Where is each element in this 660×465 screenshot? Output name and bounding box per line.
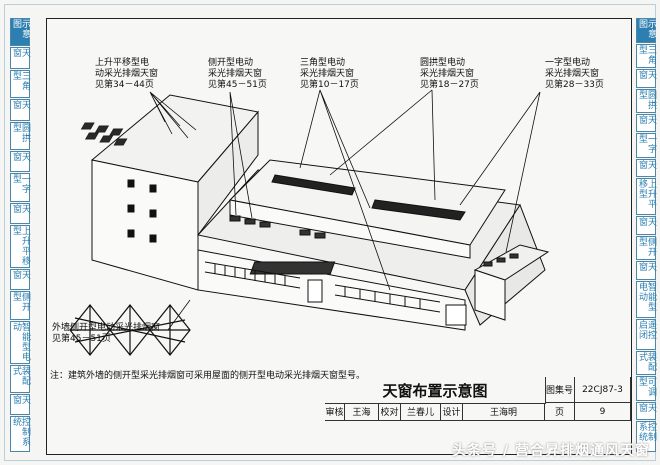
left-tab-14[interactable]: 控制系统 <box>10 416 30 452</box>
right-tab-1[interactable]: 三角型 <box>636 43 656 69</box>
atlas-number-label: 图集号 <box>545 377 575 403</box>
left-tab-1[interactable]: 天窗 <box>10 47 30 69</box>
right-tab-0[interactable]: 示意图 <box>636 18 656 43</box>
right-tab-15[interactable]: 天窗 <box>636 401 656 421</box>
left-tab-8[interactable]: 上升平移型 <box>10 225 30 268</box>
right-tab-14[interactable]: 可调型 <box>636 376 656 401</box>
checker-name: 兰春儿 <box>401 403 441 421</box>
right-tab-10[interactable]: 天窗 <box>636 261 656 280</box>
label-arch-skylight: 圆拱型电动 采光排烟天窗 见第18－27页 <box>420 58 479 90</box>
right-tab-16[interactable]: 控制系统 <box>636 421 656 452</box>
right-tab-5[interactable]: 一字型 <box>636 133 656 158</box>
right-tab-11[interactable]: 智能型电动 <box>636 280 656 318</box>
label-lift-skylight: 上升平移型电 动采光排烟天窗 见第34－44页 <box>95 58 159 90</box>
title-block: 天窗布置示意图 图集号 22CJ87-3 审核 王海 校对 兰春儿 设计 王海明… <box>325 377 631 454</box>
left-tab-13[interactable]: 天窗 <box>10 394 30 416</box>
page-label: 页 <box>545 403 575 421</box>
right-tab-6[interactable]: 天窗 <box>636 159 656 178</box>
drawing-title: 天窗布置示意图 <box>325 377 546 404</box>
left-tab-11[interactable]: 智能型电动 <box>10 320 30 364</box>
designer-name: 王海明 <box>463 403 545 421</box>
label-triangle-skylight: 三角型电动 采光排烟天窗 见第10－17页 <box>300 58 359 90</box>
right-tab-8[interactable]: 天窗 <box>636 216 656 235</box>
watermark: 头条号 / 营合昇排烟通风天窗 <box>452 443 650 459</box>
atlas-number: 22CJ87-3 <box>575 377 631 403</box>
right-tab-2[interactable]: 天窗 <box>636 69 656 88</box>
right-tab-3[interactable]: 圆拱型 <box>636 88 656 114</box>
left-tab-2[interactable]: 三角型 <box>10 69 30 99</box>
label-side-skylight: 侧开型电动 采光排烟天窗 见第45－51页 <box>208 58 267 90</box>
left-tab-12[interactable]: 装配式 <box>10 364 30 394</box>
right-tab-9[interactable]: 侧开型 <box>636 235 656 261</box>
drawing-note: 注：建筑外墙的侧开型采光排烟窗可采用屋面的侧开型电动采光排烟天窗型号。 <box>50 371 366 381</box>
left-tab-0[interactable]: 示意图 <box>10 18 30 47</box>
label-line-skylight: 一字型电动 采光排烟天窗 见第28－33页 <box>545 58 604 90</box>
reviewer-name: 王海 <box>345 403 379 421</box>
design-label: 设计 <box>441 403 463 421</box>
left-tab-6[interactable]: 一字型 <box>10 173 30 202</box>
left-tab-7[interactable]: 天窗 <box>10 202 30 224</box>
page-number: 9 <box>575 403 631 421</box>
left-tab-9[interactable]: 天窗 <box>10 268 30 291</box>
right-tab-13[interactable]: 装配式 <box>636 350 656 376</box>
right-tab-4[interactable]: 天窗 <box>636 114 656 133</box>
left-tab-5[interactable]: 天窗 <box>10 150 30 173</box>
left-tab-3[interactable]: 天窗 <box>10 99 30 121</box>
left-tab-4[interactable]: 圆拱型 <box>10 121 30 150</box>
right-tab-7[interactable]: 上升平移型 <box>636 178 656 216</box>
label-wall-window: 外墙侧开型电动采光排烟窗 见第45－51页 <box>52 323 161 344</box>
right-tab-12[interactable]: 遥控启闭 <box>636 318 656 350</box>
review-label: 审核 <box>325 403 345 421</box>
left-tab-10[interactable]: 侧开型 <box>10 291 30 320</box>
check-label: 校对 <box>379 403 401 421</box>
